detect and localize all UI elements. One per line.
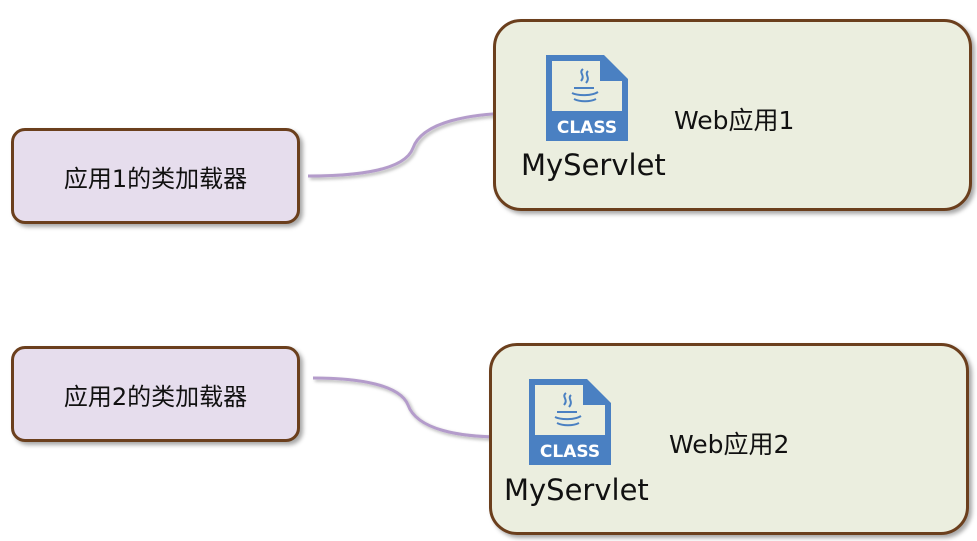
- app1-title: Web应用1: [674, 106, 795, 135]
- app2-title: Web应用2: [669, 430, 790, 459]
- arrow-loader2-to-app2: [312, 376, 505, 443]
- arrow-loader1-to-app1: [307, 107, 523, 178]
- app2-servlet-label: MyServlet: [504, 473, 649, 507]
- class-icon-label: CLASS: [540, 442, 600, 462]
- web-app1-container: CLASS MyServlet Web应用1: [493, 19, 972, 211]
- java-class-file-icon: CLASS: [529, 379, 611, 469]
- java-cup-icon: [571, 68, 599, 103]
- app1-classloader-box: 应用1的类加载器: [11, 128, 300, 224]
- app2-classloader-box: 应用2的类加载器: [11, 346, 300, 442]
- web-app2-container: CLASS MyServlet Web应用2: [489, 343, 969, 535]
- class-icon-label: CLASS: [557, 118, 617, 138]
- app1-servlet-label: MyServlet: [521, 148, 666, 182]
- java-class-file-icon: CLASS: [546, 55, 628, 145]
- java-cup-icon: [554, 392, 582, 427]
- app2-classloader-label: 应用2的类加载器: [63, 382, 248, 411]
- app1-classloader-label: 应用1的类加载器: [63, 164, 248, 193]
